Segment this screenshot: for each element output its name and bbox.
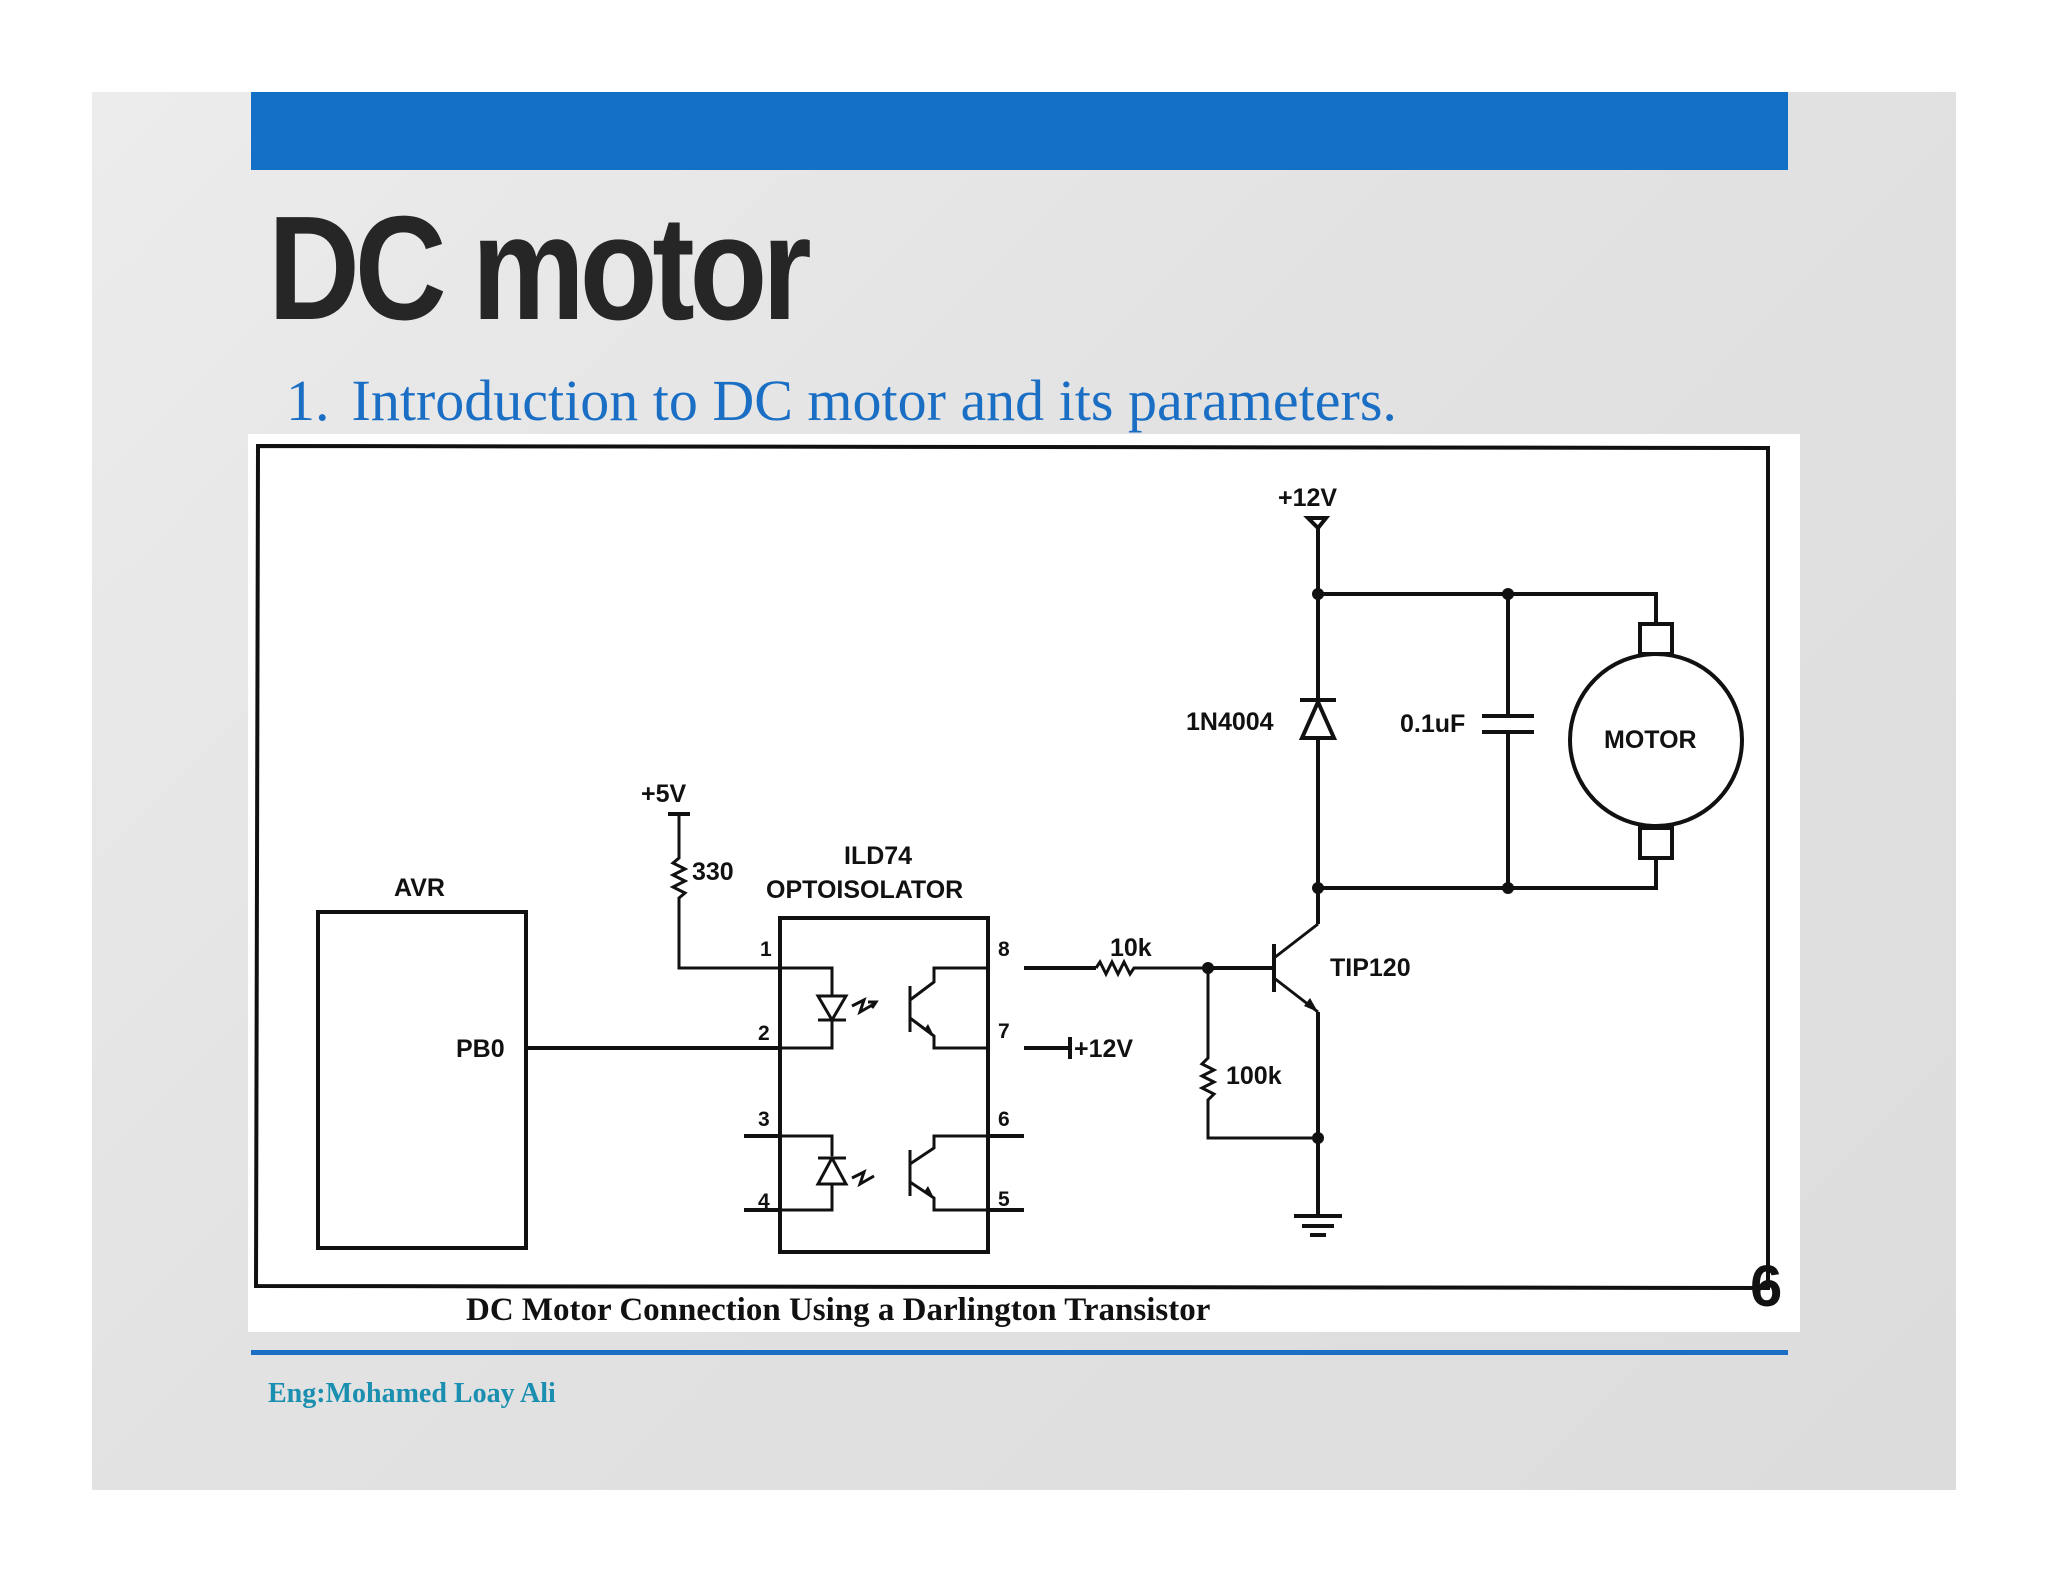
r10k-label: 10k	[1110, 934, 1152, 962]
pin-5: 5	[998, 1188, 1010, 1211]
bottom-rail	[1318, 858, 1658, 890]
motor-icon	[1568, 622, 1744, 860]
opto-pin-stubs	[744, 1134, 1024, 1212]
r330-label: 330	[692, 858, 734, 886]
author-name: Eng:Mohamed Loay Ali	[268, 1378, 556, 1409]
page-title: DC motor	[268, 186, 812, 351]
diode-icon	[1298, 594, 1338, 888]
resistor-100k	[1198, 968, 1318, 1140]
pin7-supply	[1024, 1037, 1072, 1059]
circuit-diagram: AVR PB0 +5V 330 ILD74 OPTOISOLATOR 1 2 3…	[248, 434, 1800, 1332]
diagram-frame	[253, 443, 1770, 1291]
v5-label: +5V	[641, 780, 687, 808]
subtitle-text: Introduction to DC motor and its paramet…	[351, 368, 1397, 433]
v12-pin7-label: +12V	[1074, 1035, 1133, 1063]
pb0-label: PB0	[456, 1035, 505, 1063]
resistor-10k	[1094, 958, 1208, 978]
diagram-caption: DC Motor Connection Using a Darlington T…	[466, 1292, 1210, 1328]
upper-phototransistor-icon	[908, 966, 988, 1050]
pin-7: 7	[998, 1020, 1010, 1043]
avr-label: AVR	[394, 874, 445, 902]
pin-4: 4	[758, 1190, 770, 1213]
optoisolator-block	[778, 916, 990, 1254]
subtitle-number: 1.	[286, 368, 330, 433]
ground-icon	[1294, 1214, 1342, 1237]
avr-block	[316, 910, 528, 1250]
transistor-label: TIP120	[1330, 954, 1411, 982]
resistor-330	[669, 814, 780, 970]
footer-rule	[251, 1350, 1788, 1355]
top-rail	[1318, 592, 1658, 624]
emitter-junction	[1312, 1132, 1324, 1144]
pin-3: 3	[758, 1108, 770, 1131]
v12-top-terminal	[1303, 516, 1331, 594]
capacitor-icon	[1482, 594, 1534, 888]
page-number: 6	[1750, 1254, 1782, 1319]
r100k-label: 100k	[1226, 1062, 1282, 1090]
ild74-label: ILD74	[844, 842, 912, 870]
pin-8: 8	[998, 938, 1010, 961]
v12-top-label: +12V	[1278, 484, 1337, 512]
motor-label: MOTOR	[1604, 726, 1697, 754]
subtitle: 1. Introduction to DC motor and its param…	[286, 366, 1397, 436]
optoisolator-label: OPTOISOLATOR	[766, 876, 963, 904]
diode-label: 1N4004	[1186, 708, 1274, 736]
pin-1: 1	[760, 938, 772, 961]
transistor-icon	[1272, 922, 1319, 1014]
upper-led-icon	[780, 966, 879, 1050]
title-accent-bar	[251, 92, 1788, 170]
lower-led-icon	[780, 1134, 875, 1212]
lower-phototransistor-icon	[908, 1134, 988, 1212]
pin-6: 6	[998, 1108, 1010, 1131]
capacitor-label: 0.1uF	[1400, 710, 1465, 738]
pin-2: 2	[758, 1022, 770, 1045]
